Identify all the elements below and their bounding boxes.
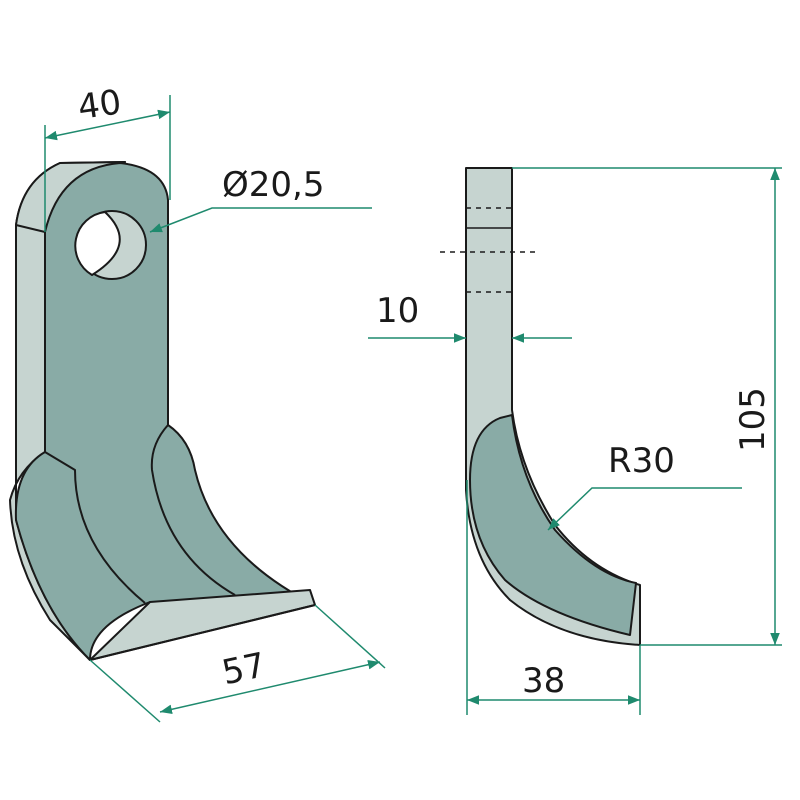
- dim-blade-width: 57: [219, 645, 270, 693]
- blade-face: [469, 414, 637, 636]
- isometric-view: [9, 161, 316, 661]
- blade-groove-right: [150, 424, 236, 596]
- dim-height: 105: [733, 387, 773, 452]
- cutting-edge: [89, 604, 316, 661]
- dim-radius: R30: [608, 441, 675, 481]
- dimension-lines: [44, 95, 782, 723]
- hidden-lines: [440, 207, 540, 293]
- front-face: [14, 162, 316, 661]
- side-view: [440, 167, 641, 646]
- dim-hole-diameter: Ø20,5: [222, 165, 324, 205]
- dim-width-top: 40: [75, 82, 123, 128]
- blade-groove-left: [44, 451, 146, 604]
- dim-thickness: 10: [376, 291, 419, 331]
- dim-blade-depth: 38: [522, 661, 565, 701]
- hole-opening: [74, 211, 121, 276]
